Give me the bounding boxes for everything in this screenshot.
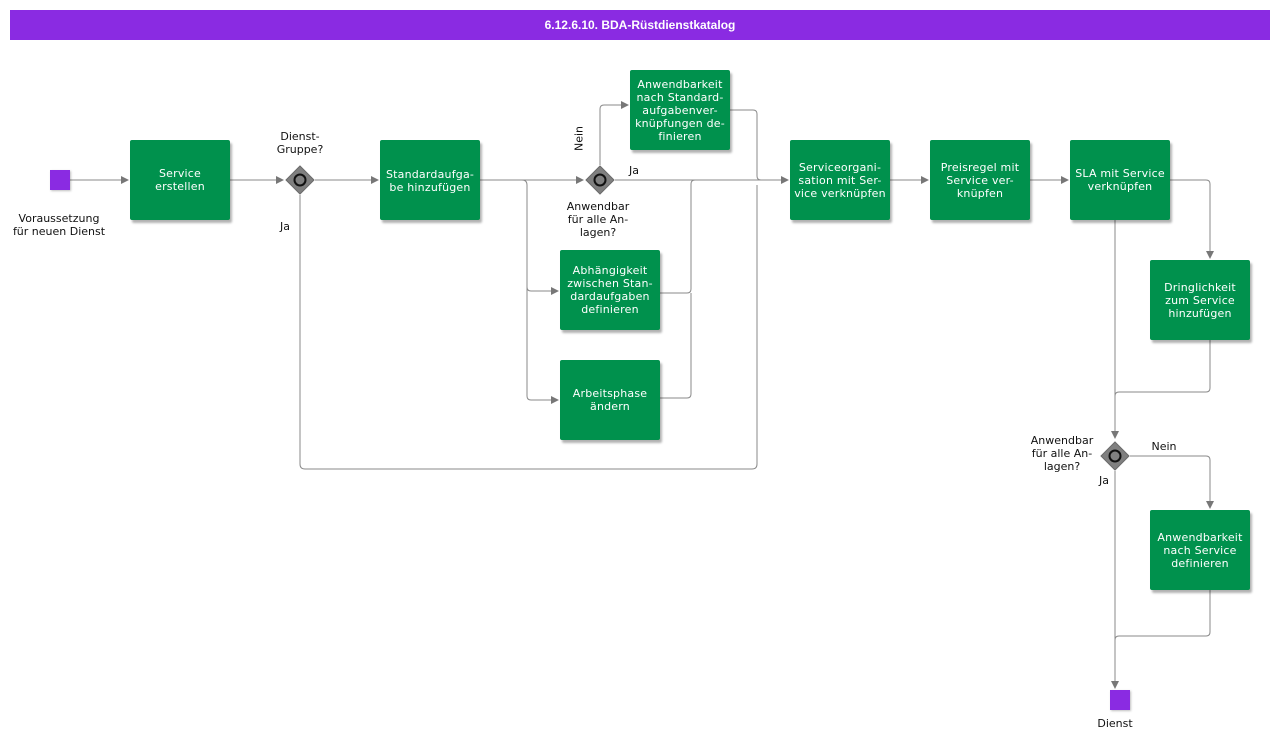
task-anwendbarkeit-service[interactable]: Anwendbarkeit nach Service definieren — [1150, 510, 1250, 590]
start-event[interactable] — [50, 170, 70, 190]
edge-standard-to-abhaengigkeit — [521, 179, 559, 295]
gateway-anwendbar-2-label: Anwendbar für alle An-lagen? — [1030, 434, 1094, 473]
task-service-erstellen-label: Service erstellen — [155, 167, 205, 193]
task-preisregel[interactable]: Preisregel mit Service ver-knüpfen — [930, 140, 1030, 220]
start-event-label: Voraussetzung für neuen Dienst — [12, 212, 106, 238]
task-anwendbarkeit-standard[interactable]: Anwendbarkeit nach Standard-aufgabenver-… — [630, 70, 730, 150]
end-event[interactable] — [1110, 690, 1130, 710]
edge-anwendbarkeit-to-join — [730, 109, 762, 181]
gateway-anwendbar-2[interactable] — [1100, 441, 1130, 471]
task-standardaufgabe-hinzufuegen-label: Standardaufga-be hinzufügen — [385, 168, 475, 194]
edge-standard-to-arbeitsphase — [526, 287, 559, 404]
gateway-anwendbar-1-label: Anwendbar für alle An-lagen? — [566, 200, 630, 239]
task-serviceorganisation[interactable]: Serviceorgani-sation mit Ser-vice verknü… — [790, 140, 890, 220]
edge-gw3-nein — [1130, 455, 1214, 509]
task-preisregel-label: Preisregel mit Service ver-knüpfen — [940, 160, 1020, 200]
edge-label-nein-anwendbar-1: Nein — [572, 125, 586, 152]
edge-dringlichkeit-to-join — [1114, 340, 1211, 397]
task-service-erstellen[interactable]: Service erstellen — [130, 140, 230, 220]
edge-gw1-ja-loop — [299, 185, 758, 470]
task-anwendbarkeit-standard-label: Anwendbarkeit nach Standard-aufgabenver-… — [635, 77, 725, 143]
edge-anwendbarkeit-service-to-end — [1114, 590, 1211, 641]
task-sla-label: SLA mit Service verknüpfen — [1075, 167, 1165, 193]
task-arbeitsphase-aendern-label: Arbeitsphase ändern — [572, 387, 648, 413]
task-sla[interactable]: SLA mit Service verknüpfen — [1070, 140, 1170, 220]
edge-gw2-nein — [599, 101, 629, 165]
end-event-label: Dienst — [1097, 717, 1133, 730]
task-dringlichkeit-label: Dringlichkeit zum Service hinzufügen — [1164, 280, 1236, 320]
gateway-dienst-gruppe[interactable] — [285, 165, 315, 195]
gateway-dienst-gruppe-label: Dienst-Gruppe? — [276, 130, 324, 156]
task-abhaengigkeit-definieren-label: Abhängigkeit zwischen Stan-dardaufgaben … — [567, 264, 653, 316]
task-abhaengigkeit-definieren[interactable]: Abhängigkeit zwischen Stan-dardaufgaben … — [560, 250, 660, 330]
gateway-anwendbar-1[interactable] — [585, 165, 615, 195]
task-standardaufgabe-hinzufuegen[interactable]: Standardaufga-be hinzufügen — [380, 140, 480, 220]
task-anwendbarkeit-service-label: Anwendbarkeit nach Service definieren — [1157, 530, 1243, 570]
edge-label-ja-dienstgruppe: Ja — [280, 220, 290, 233]
edge-label-nein-anwendbar-2: Nein — [1151, 440, 1177, 453]
edge-abhaengigkeit-to-join — [660, 179, 696, 294]
diagram-title: 6.12.6.10. BDA-Rüstdienstkatalog — [10, 10, 1270, 40]
edge-label-ja-anwendbar-2: Ja — [1099, 474, 1109, 487]
edge-label-ja-anwendbar-1: Ja — [629, 164, 639, 177]
edge-arbeitsphase-to-join — [660, 293, 692, 399]
task-serviceorganisation-label: Serviceorgani-sation mit Ser-vice verknü… — [794, 160, 886, 200]
task-dringlichkeit[interactable]: Dringlichkeit zum Service hinzufügen — [1150, 260, 1250, 340]
edge-sla-to-dringlichkeit — [1170, 179, 1214, 259]
task-arbeitsphase-aendern[interactable]: Arbeitsphase ändern — [560, 360, 660, 440]
